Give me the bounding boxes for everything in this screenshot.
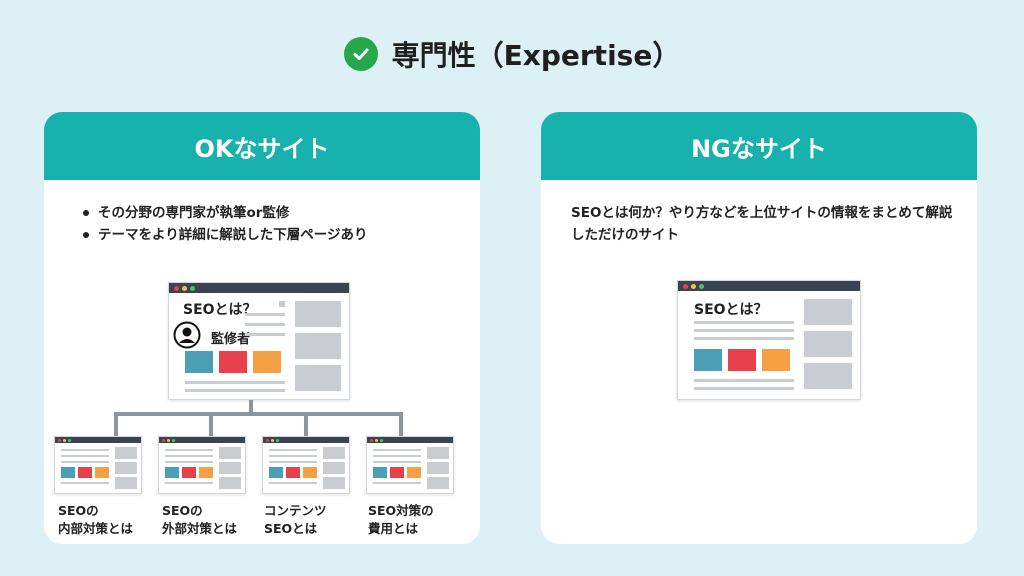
window-dot-icon <box>174 285 179 291</box>
ng-site-card: NGなサイト SEOとは何か？やり方などを上位サイトの情報をまとめて解説しただけ… <box>541 112 977 544</box>
window-dot-icon <box>68 438 71 442</box>
ok-bullet-list: その分野の専門家が執筆or監修 テーマをより詳細に解説した下層ページあり <box>80 202 367 246</box>
window-dot-icon <box>276 438 279 442</box>
tree-connector <box>249 400 253 414</box>
main-page-title: SEOとは？ <box>183 302 257 318</box>
blue-block <box>185 351 213 373</box>
orange-block <box>253 351 281 373</box>
window-dot-icon <box>375 438 378 442</box>
text-line <box>185 381 285 384</box>
sidebar-block <box>295 333 341 359</box>
text-line <box>694 321 794 324</box>
sidebar-block <box>295 301 341 327</box>
window-dot-icon <box>370 438 373 442</box>
ng-page-title: SEOとは？ <box>694 302 768 318</box>
sidebar-block <box>295 365 341 391</box>
window-dot-icon <box>182 285 187 291</box>
tree-connector <box>399 412 403 436</box>
browser-bar <box>169 283 349 293</box>
text-line <box>694 387 794 390</box>
main-page-mockup: SEOとは？ 監修者 <box>168 282 350 400</box>
text-line <box>694 337 794 340</box>
tree-connector <box>114 412 118 436</box>
window-dot-icon <box>190 285 195 291</box>
window-dot-icon <box>63 438 66 442</box>
window-dot-icon <box>271 438 274 442</box>
text-line <box>245 323 285 326</box>
window-dot-icon <box>172 438 175 442</box>
window-dot-icon <box>683 283 688 289</box>
window-dot-icon <box>699 283 704 289</box>
blue-block <box>694 349 722 371</box>
sub-page-mockup <box>366 436 454 494</box>
bullet-item: テーマをより詳細に解説した下層ページあり <box>80 224 367 246</box>
text-line <box>279 301 285 307</box>
window-dot-icon <box>58 438 61 442</box>
browser-bar <box>678 281 860 291</box>
page-header: 専門性（Expertise） <box>0 34 1024 74</box>
sub-page-label: SEOの内部対策とは <box>58 503 134 536</box>
text-line <box>694 329 794 332</box>
red-block <box>728 349 756 371</box>
supervisor-label: 監修者 <box>211 332 251 347</box>
sidebar-block <box>804 299 852 325</box>
tree-connector <box>114 412 401 416</box>
user-icon <box>173 321 201 349</box>
check-icon <box>343 37 378 71</box>
tree-connector <box>304 412 308 436</box>
orange-block <box>762 349 790 371</box>
ng-card-heading: NGなサイト <box>541 112 977 180</box>
ng-page-mockup: SEOとは？ <box>677 280 861 400</box>
page-title: 専門性（Expertise） <box>391 39 681 72</box>
sub-page-mockup <box>262 436 350 494</box>
sub-page-label: SEOの外部対策とは <box>162 503 238 536</box>
text-line <box>694 379 794 382</box>
bullet-item: その分野の専門家が執筆or監修 <box>80 202 367 224</box>
window-dot-icon <box>380 438 383 442</box>
red-block <box>219 351 247 373</box>
tree-connector <box>209 412 213 436</box>
text-line <box>245 333 285 336</box>
sub-page-mockup <box>54 436 142 494</box>
ng-description: SEOとは何か？やり方などを上位サイトの情報をまとめて解説しただけのサイト <box>571 205 953 243</box>
sub-page-label: SEO対策の費用とは <box>368 503 434 536</box>
sidebar-block <box>804 363 852 389</box>
window-dot-icon <box>167 438 170 442</box>
ok-card-heading: OKなサイト <box>44 112 480 180</box>
text-line <box>185 389 285 392</box>
window-dot-icon <box>691 283 696 289</box>
window-dot-icon <box>162 438 165 442</box>
text-line <box>245 313 285 316</box>
window-dot-icon <box>266 438 269 442</box>
sidebar-block <box>804 331 852 357</box>
sub-page-mockup <box>158 436 246 494</box>
ok-site-card: OKなサイト その分野の専門家が執筆or監修 テーマをより詳細に解説した下層ペー… <box>44 112 480 544</box>
